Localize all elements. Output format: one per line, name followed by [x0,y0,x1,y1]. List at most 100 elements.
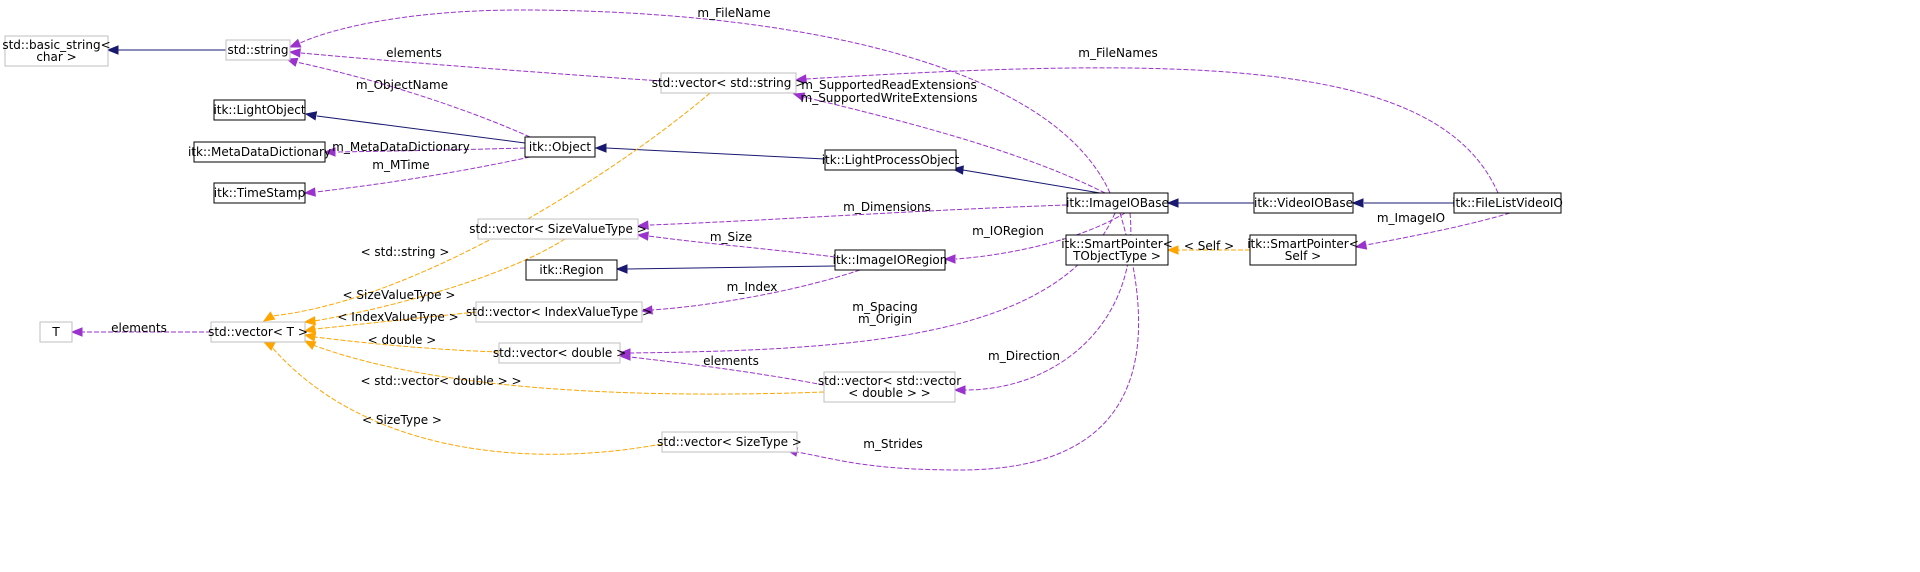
edge-arrowhead [951,165,964,175]
edge-labels-layer: m_FileNameelementsm_ObjectNamem_FileName… [111,6,1445,451]
node-box [225,39,291,61]
edge-image-io-base-to-vector-string [792,92,1106,194]
edge-line [796,212,1140,471]
node-box [213,182,306,204]
edge-label: m_Spacing [852,300,917,314]
node-label: TObjectType > [1072,249,1161,263]
node-label: itk::TimeStamp [214,186,305,200]
node-box [477,218,639,240]
edge-label: elements [111,321,167,335]
edge-arrowhead [106,45,119,55]
node-vector-size-type[interactable]: std::vector< SizeType > [657,431,802,453]
edge-line [316,115,526,144]
edge-line [269,344,663,455]
edge-line [299,9,1111,194]
node-time-stamp[interactable]: itk::TimeStamp [213,182,306,204]
node-label: std::string [227,43,288,57]
node-box [213,99,306,121]
node-box [4,35,109,67]
node-vector-size-value-type[interactable]: std::vector< SizeValueType > [469,218,647,240]
node-label: itk::LightObject [213,103,305,117]
edge-label: m_FileName [697,6,770,20]
edge-line [651,269,861,311]
edge-arrowhead [1354,240,1368,250]
edge-label: < SizeType > [362,413,442,427]
edge-line [803,96,1106,194]
node-smart-pointer-tobject[interactable]: itk::SmartPointer<TObjectType > [1061,234,1173,266]
node-label: std::basic_string< [2,38,110,52]
edge-line [300,52,662,82]
edge-object-to-light-object [304,111,526,144]
node-label: std::vector< std::string > [652,76,806,90]
edge-line [314,311,477,330]
edge-label: m_MetaDataDictionary [332,140,470,154]
node-t[interactable]: T [39,321,73,343]
edge-arrowhead [640,305,653,315]
edge-line [336,147,526,153]
node-object[interactable]: itk::Object [524,136,596,158]
edge-label: m_Origin [858,312,912,326]
edge-label: m_Direction [988,349,1060,363]
node-box [660,72,797,94]
node-light-object[interactable]: itk::LightObject [213,99,306,121]
node-box [193,141,326,163]
edge-vector-index-value-type-to-vector-t [303,311,477,334]
edge-line [649,204,1068,226]
edge-image-io-base-to-vector-size-value-type [636,204,1068,230]
node-box [475,301,643,323]
edge-arrowhead [303,332,317,342]
edge-arrowhead [323,147,336,157]
node-label: itk::ImageIORegion [833,253,948,267]
edge-label: m_SupportedWriteExtensions [801,91,978,105]
node-basic-string[interactable]: std::basic_string<char > [2,35,111,67]
node-image-io-region[interactable]: itk::ImageIORegion [833,249,948,271]
node-smart-pointer-self[interactable]: itk::SmartPointer<Self > [1247,234,1359,266]
node-vector-string[interactable]: std::vector< std::string > [652,72,806,94]
node-video-io-base[interactable]: itk::VideoIOBase [1253,192,1354,214]
node-vector-index-value-type[interactable]: std::vector< IndexValueType > [466,301,652,323]
edge-arrowhead [304,111,318,121]
edge-label: m_ImageIO [1377,211,1445,225]
node-box [210,321,306,343]
edge-smart-pointer-self-to-smart-pointer-tobject [1166,245,1250,255]
edge-arrowhead [618,351,631,361]
edge-vector-double-to-vector-t [303,332,500,353]
edge-arrowhead [953,385,966,395]
node-vector-double[interactable]: std::vector< double > [493,342,626,364]
edge-line [962,169,1101,194]
node-box [524,136,596,158]
node-vector-t[interactable]: std::vector< T > [208,321,308,343]
node-vector-vector-double[interactable]: std::vector< std::vector< double > > [818,371,961,403]
node-label: T [51,325,60,339]
edge-object-to-meta-data-dictionary [323,147,526,157]
node-box [1065,234,1169,266]
node-box [834,249,946,271]
edge-arrowhead [1166,198,1179,208]
edge-label: < std::string > [361,245,450,259]
edge-arrowhead [1166,245,1179,255]
node-box [498,342,621,364]
edge-label: m_IORegion [972,224,1044,238]
edge-label: elements [386,46,442,60]
node-box [1253,192,1354,214]
edge-vector-string-to-string [288,48,662,82]
edge-arrowhead [303,340,317,350]
node-box [824,149,957,171]
node-file-list-video-io[interactable]: itk::FileListVideoIO [1452,192,1563,214]
edge-line [626,265,836,270]
node-string[interactable]: std::string [225,39,291,61]
node-box [661,431,798,453]
node-label: std::vector< T > [208,325,308,339]
edge-label: < IndexValueType > [337,310,458,324]
node-label: itk::SmartPointer< [1247,237,1359,251]
node-meta-data-dictionary[interactable]: itk::MetaDataDictionary [188,141,331,163]
node-region[interactable]: itk::Region [525,259,618,281]
edge-image-io-region-to-region [615,264,836,274]
edge-arrowhead [615,264,628,274]
edge-label: elements [703,354,759,368]
node-box [525,259,618,281]
node-image-io-base[interactable]: itk::ImageIOBase [1066,192,1169,214]
edge-arrowhead [288,48,301,58]
node-light-process-object[interactable]: itk::LightProcessObject [822,149,960,171]
edge-image-io-base-to-light-process-object [951,165,1101,194]
